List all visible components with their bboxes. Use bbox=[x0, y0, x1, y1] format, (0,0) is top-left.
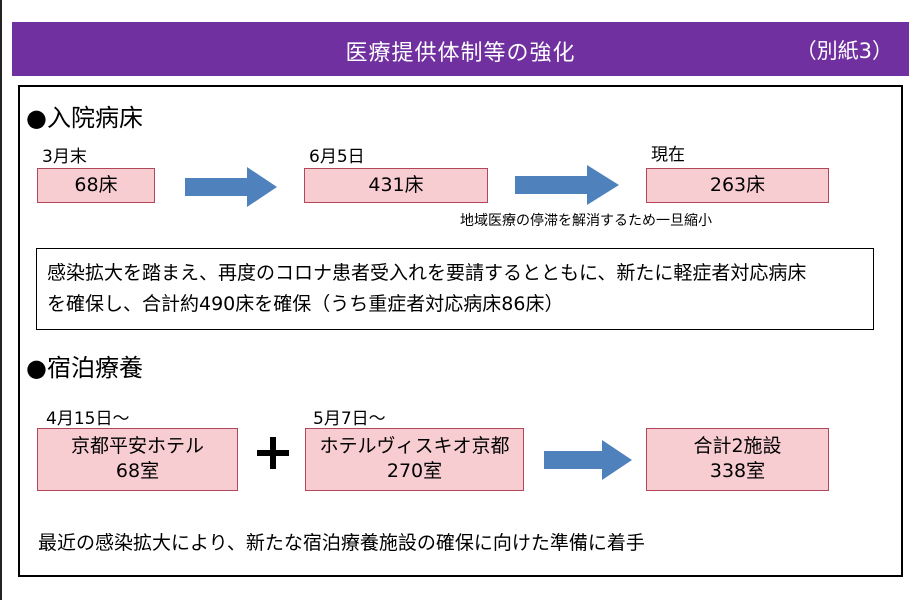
attachment-note: （別紙3） bbox=[795, 39, 893, 63]
beds-summary-line-1: 感染拡大を踏まえ、再度のコロナ患者受入れを要請するとともに、新たに軽症者対応病床 bbox=[47, 262, 807, 284]
right-arrow-icon bbox=[544, 440, 632, 480]
section-heading-lodging: ●宿泊療養 bbox=[26, 354, 143, 382]
lodging-footer-note: 最近の感染拡大により、新たな宿泊療養施設の確保に向けた準備に着手 bbox=[38, 532, 645, 554]
total-rooms: 338室 bbox=[709, 460, 766, 482]
stage-label-current: 現在 bbox=[651, 145, 685, 165]
right-arrow-icon bbox=[515, 165, 619, 205]
plus-icon bbox=[256, 436, 290, 470]
facility-name-2: ホテルヴィスキオ京都 bbox=[319, 435, 510, 457]
section-heading-beds: ●入院病床 bbox=[26, 104, 143, 132]
title-bar: 医療提供体制等の強化 （別紙3） bbox=[12, 22, 909, 76]
page-title: 医療提供体制等の強化 bbox=[345, 41, 576, 66]
facility-date-1: 4月15日～ bbox=[46, 409, 130, 429]
stage-box-march: 68床 bbox=[37, 168, 155, 203]
beds-summary-line-2: を確保し、合計約490床を確保（うち重症者対応病床86床） bbox=[47, 293, 564, 315]
facility-rooms-2: 270室 bbox=[386, 460, 443, 482]
reduction-note: 地域医療の停滞を解消するため一旦縮小 bbox=[460, 213, 712, 229]
facility-box-2: ホテルヴィスキオ京都 270室 bbox=[305, 428, 524, 491]
facility-date-2: 5月7日～ bbox=[313, 409, 386, 429]
beds-summary-box: 感染拡大を踏まえ、再度のコロナ患者受入れを要請するとともに、新たに軽症者対応病床… bbox=[36, 248, 874, 330]
page-edge-rule bbox=[0, 0, 2, 600]
stage-label-march: 3月末 bbox=[42, 147, 87, 167]
right-arrow-icon bbox=[185, 167, 277, 207]
facility-box-1: 京都平安ホテル 68室 bbox=[37, 428, 238, 491]
total-name: 合計2施設 bbox=[693, 435, 782, 457]
stage-box-current: 263床 bbox=[646, 168, 829, 203]
stage-label-june: 6月5日 bbox=[309, 147, 365, 167]
total-box: 合計2施設 338室 bbox=[646, 428, 829, 491]
content-frame bbox=[18, 85, 903, 577]
facility-rooms-1: 68室 bbox=[115, 460, 160, 482]
stage-box-june: 431床 bbox=[304, 168, 488, 203]
facility-name-1: 京都平安ホテル bbox=[70, 435, 204, 457]
